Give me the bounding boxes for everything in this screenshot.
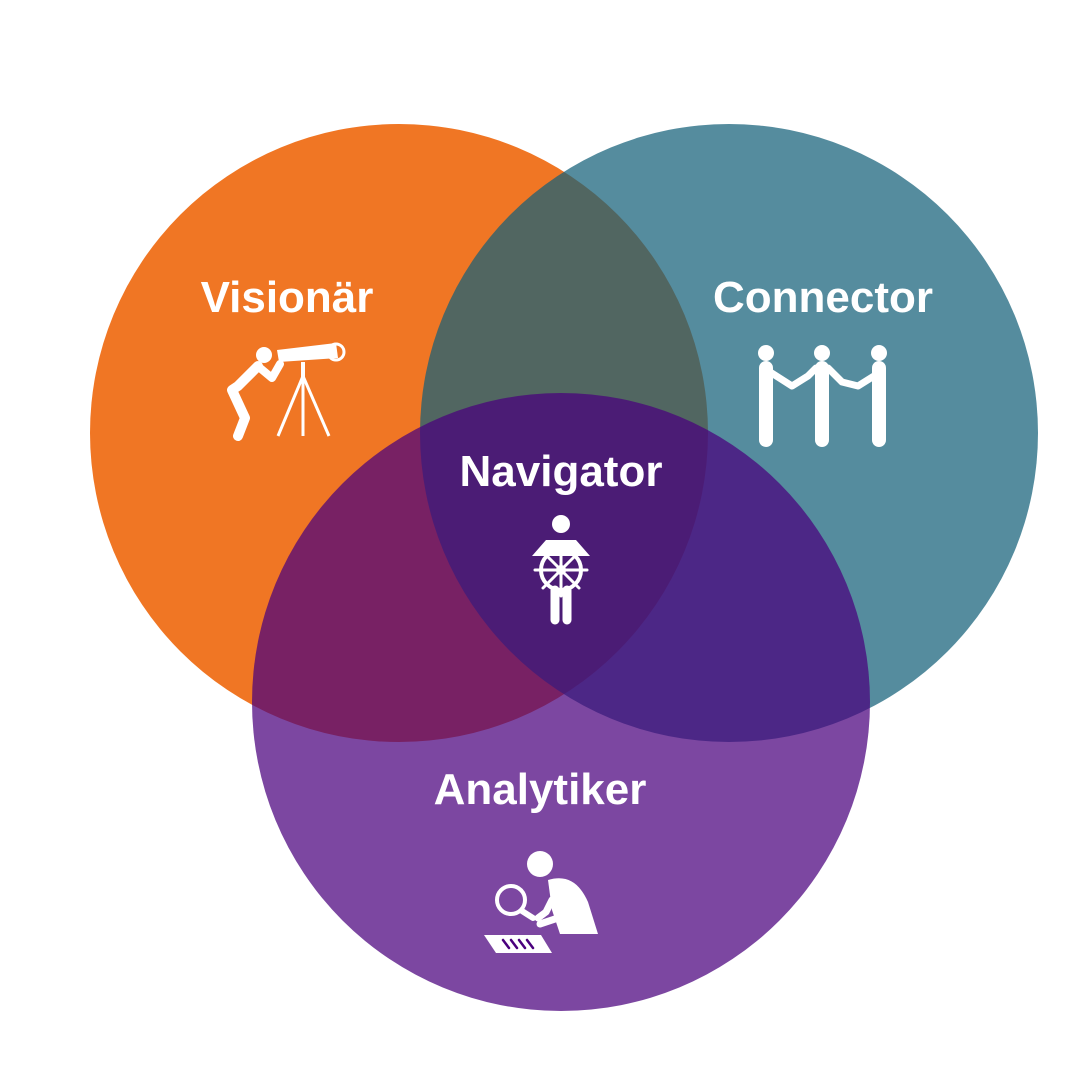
analytiker-circle: [252, 393, 870, 1011]
telescope-person-icon: [227, 342, 346, 441]
handshake-people-icon: [758, 345, 887, 447]
helmsman-wheel-icon: [532, 515, 590, 625]
magnifier-analyst-icon: [484, 851, 598, 953]
analytiker-label: Analytiker: [434, 765, 647, 814]
connector-label: Connector: [713, 273, 933, 322]
navigator-label: Navigator: [460, 447, 663, 496]
visionar-label: Visionär: [201, 273, 374, 322]
